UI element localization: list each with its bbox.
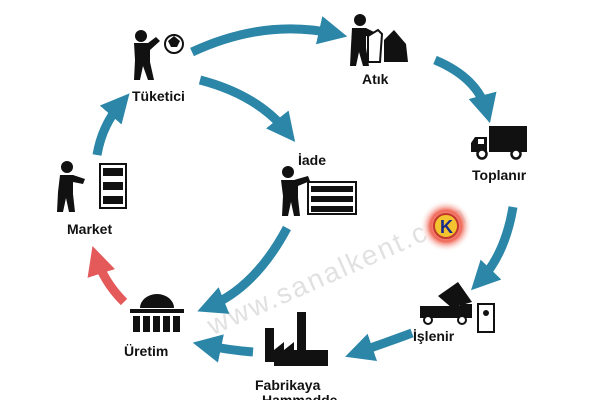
- k-logo-icon: K: [420, 200, 472, 252]
- label-iade: İade: [298, 152, 326, 168]
- arrow-iade-to-uretim: [197, 225, 291, 314]
- label-market: Market: [67, 221, 112, 237]
- label-hammadde: Hammadde: [262, 392, 338, 400]
- garbage-truck-icon: [471, 126, 527, 160]
- logo-letter: K: [440, 217, 453, 237]
- arrow-uretim-to-market: [87, 246, 128, 306]
- arrow-islenir-to-fabrika: [345, 328, 414, 361]
- label-islenir: İşlenir: [413, 328, 455, 344]
- person-return-icon: [281, 166, 357, 216]
- arrow-toplanir-to-islenir: [471, 206, 518, 291]
- arrow-fabrika-to-uretim: [192, 334, 254, 363]
- label-atik: Atık: [362, 71, 389, 87]
- arrow-tuketici-to-atik: [190, 16, 348, 57]
- dump-truck-icon: [420, 282, 495, 333]
- label-uretim: Üretim: [124, 343, 168, 359]
- label-tuketici: Tüketici: [132, 88, 185, 104]
- factory-icon: [265, 312, 328, 366]
- person-dumping-trash-icon: [350, 14, 408, 66]
- production-plant-icon: [130, 294, 184, 332]
- arrow-tuketici-to-iade: [198, 75, 296, 143]
- label-toplanir: Toplanır: [472, 167, 527, 183]
- label-fabrikaya: Fabrikaya: [255, 377, 321, 393]
- arrow-atik-to-toplanir: [433, 55, 497, 124]
- person-recycling-icon: [134, 30, 184, 80]
- arrow-market-to-tuketici: [92, 93, 130, 156]
- person-shelf-icon: [57, 161, 127, 212]
